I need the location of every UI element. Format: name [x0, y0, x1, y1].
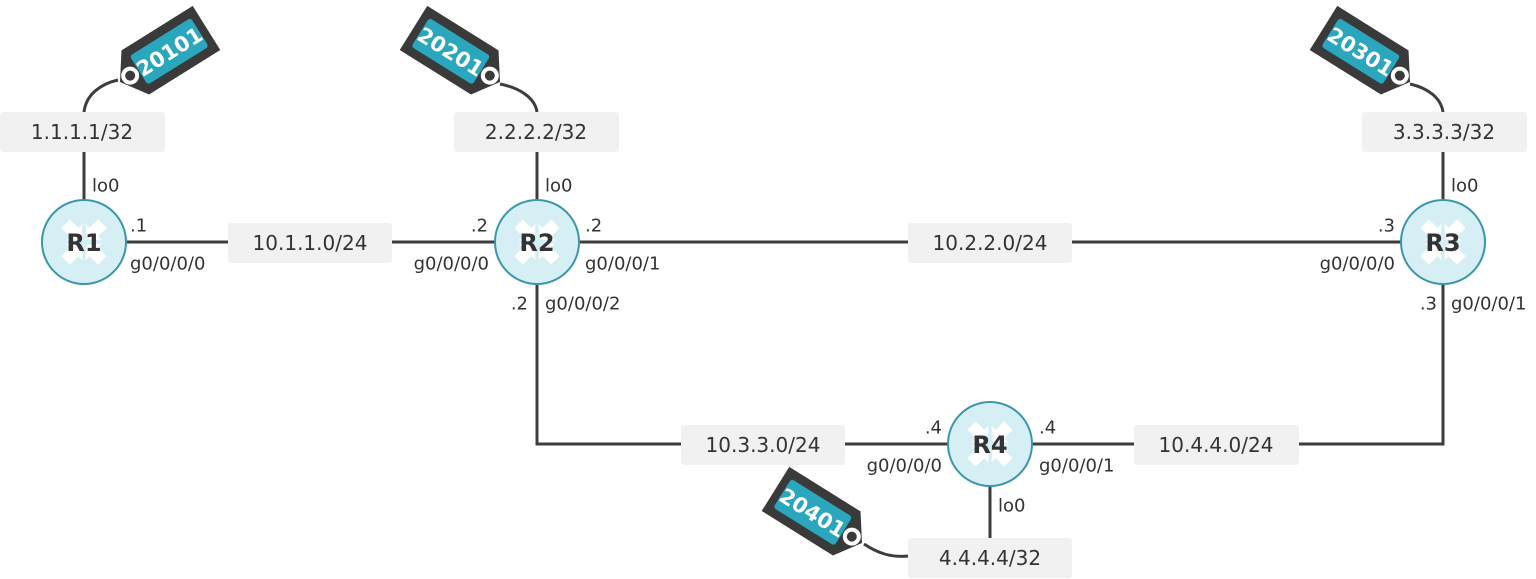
tag-string-r1: [82, 78, 119, 113]
if-r3-g0: g0/0/0/0: [1320, 254, 1395, 275]
if-r4-g1: g0/0/0/1: [1039, 456, 1114, 477]
ip-r2-g1: .2: [585, 216, 602, 237]
router-name-r1: R1: [66, 229, 101, 257]
sid-tags: 20101 20201 20301 20401: [106, 5, 1424, 566]
ip-r2-g2: .2: [511, 294, 528, 315]
if-r1-lo0: lo0: [92, 176, 119, 197]
network-r2-r4: 10.3.3.0/24: [706, 433, 821, 457]
router-r4[interactable]: R4: [947, 401, 1033, 487]
tag-string-r2: [499, 82, 539, 113]
tag-string-r4: [863, 542, 909, 558]
links: [82, 78, 1445, 558]
loopback-r2: 2.2.2.2/32: [485, 120, 587, 144]
network-r1-r2: 10.1.1.0/24: [253, 231, 368, 255]
ip-r3-g0: .3: [1378, 216, 1395, 237]
network-r2-r3: 10.2.2.0/24: [933, 231, 1048, 255]
if-r1-g0: g0/0/0/0: [130, 254, 205, 275]
if-r2-g1: g0/0/0/1: [585, 254, 660, 275]
if-r2-lo0: lo0: [545, 176, 572, 197]
router-name-r3: R3: [1425, 229, 1460, 257]
router-name-r4: R4: [972, 431, 1007, 459]
loopback-r1: 1.1.1.1/32: [31, 120, 133, 144]
loopback-labels: 1.1.1.1/32 2.2.2.2/32 3.3.3.3/32 4.4.4.4…: [0, 112, 1527, 578]
ip-r4-g0: .4: [925, 418, 942, 439]
network-labels: 10.1.1.0/24 10.2.2.0/24 10.3.3.0/24 10.4…: [228, 223, 1299, 465]
if-r3-lo0: lo0: [1451, 176, 1478, 197]
network-r4-r3: 10.4.4.0/24: [1159, 433, 1274, 457]
tag-icon-r3: 20301: [1309, 5, 1424, 105]
interface-labels: lo0 .1 g0/0/0/0 lo0 .2 g0/0/0/0 .2 g0/0/…: [92, 176, 1526, 517]
ip-r2-g0: .2: [471, 216, 488, 237]
ip-r3-g1: .3: [1420, 294, 1437, 315]
ip-r4-g1: .4: [1039, 418, 1056, 439]
if-r3-g1: g0/0/0/1: [1451, 294, 1526, 315]
if-r2-g0: g0/0/0/0: [414, 254, 489, 275]
tag-icon-r4: 20401: [761, 466, 876, 566]
tag-icon-r2: 20201: [399, 5, 514, 105]
ip-r1-g0: .1: [130, 216, 147, 237]
if-r4-lo0: lo0: [998, 496, 1025, 517]
if-r4-g0: g0/0/0/0: [867, 456, 942, 477]
router-name-r2: R2: [519, 229, 554, 257]
router-r3[interactable]: R3: [1400, 199, 1486, 285]
loopback-r3: 3.3.3.3/32: [1393, 120, 1495, 144]
router-r1[interactable]: R1: [41, 199, 127, 285]
router-r2[interactable]: R2: [494, 199, 580, 285]
tag-icon-r1: 20101: [106, 5, 221, 105]
loopback-r4: 4.4.4.4/32: [939, 546, 1041, 570]
if-r2-g2: g0/0/0/2: [545, 294, 620, 315]
tag-string-r3: [1409, 82, 1445, 113]
